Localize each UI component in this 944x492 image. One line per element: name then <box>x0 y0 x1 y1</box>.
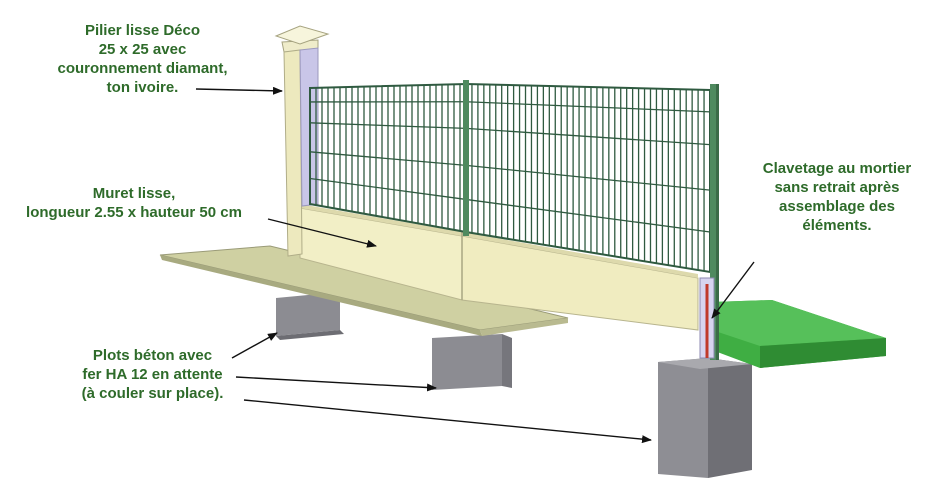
fence-wire <box>465 198 711 233</box>
fence-wire <box>309 122 467 130</box>
arrow-plots-middle <box>235 376 437 392</box>
grout-channel <box>699 277 715 359</box>
arrow-clavetage <box>711 261 755 319</box>
footing-block-middle <box>432 334 512 390</box>
callout-arrows <box>195 86 755 444</box>
fence-wire <box>465 101 711 113</box>
fence-post-right <box>710 84 718 360</box>
concrete-footing-blocks <box>276 292 752 478</box>
fence-post-middle <box>463 80 469 236</box>
arrow-muret <box>267 218 377 248</box>
footing-block-right <box>658 358 752 478</box>
grass-patch <box>712 300 886 368</box>
fence-posts <box>463 80 719 360</box>
label-plots: Plots béton avec fer HA 12 en attente (à… <box>81 347 224 402</box>
fence-wire <box>309 177 467 201</box>
arrow-pilier <box>195 86 283 95</box>
footing-block-left <box>276 292 344 340</box>
arrow-plots-right <box>243 399 652 444</box>
label-clavetage: Clavetage au mortier sans retrait après … <box>762 160 912 234</box>
ground-slab <box>159 245 569 336</box>
fence-wire <box>465 164 711 191</box>
label-muret: Muret lisse, longueur 2.55 x hauteur 50 … <box>26 185 242 221</box>
fence-wire <box>309 151 467 167</box>
low-wall <box>299 204 699 331</box>
arrow-plots-left <box>231 332 278 359</box>
label-pilier: Pilier lisse Déco 25 x 25 avec couronnem… <box>57 22 228 96</box>
fence-wire <box>465 127 711 146</box>
